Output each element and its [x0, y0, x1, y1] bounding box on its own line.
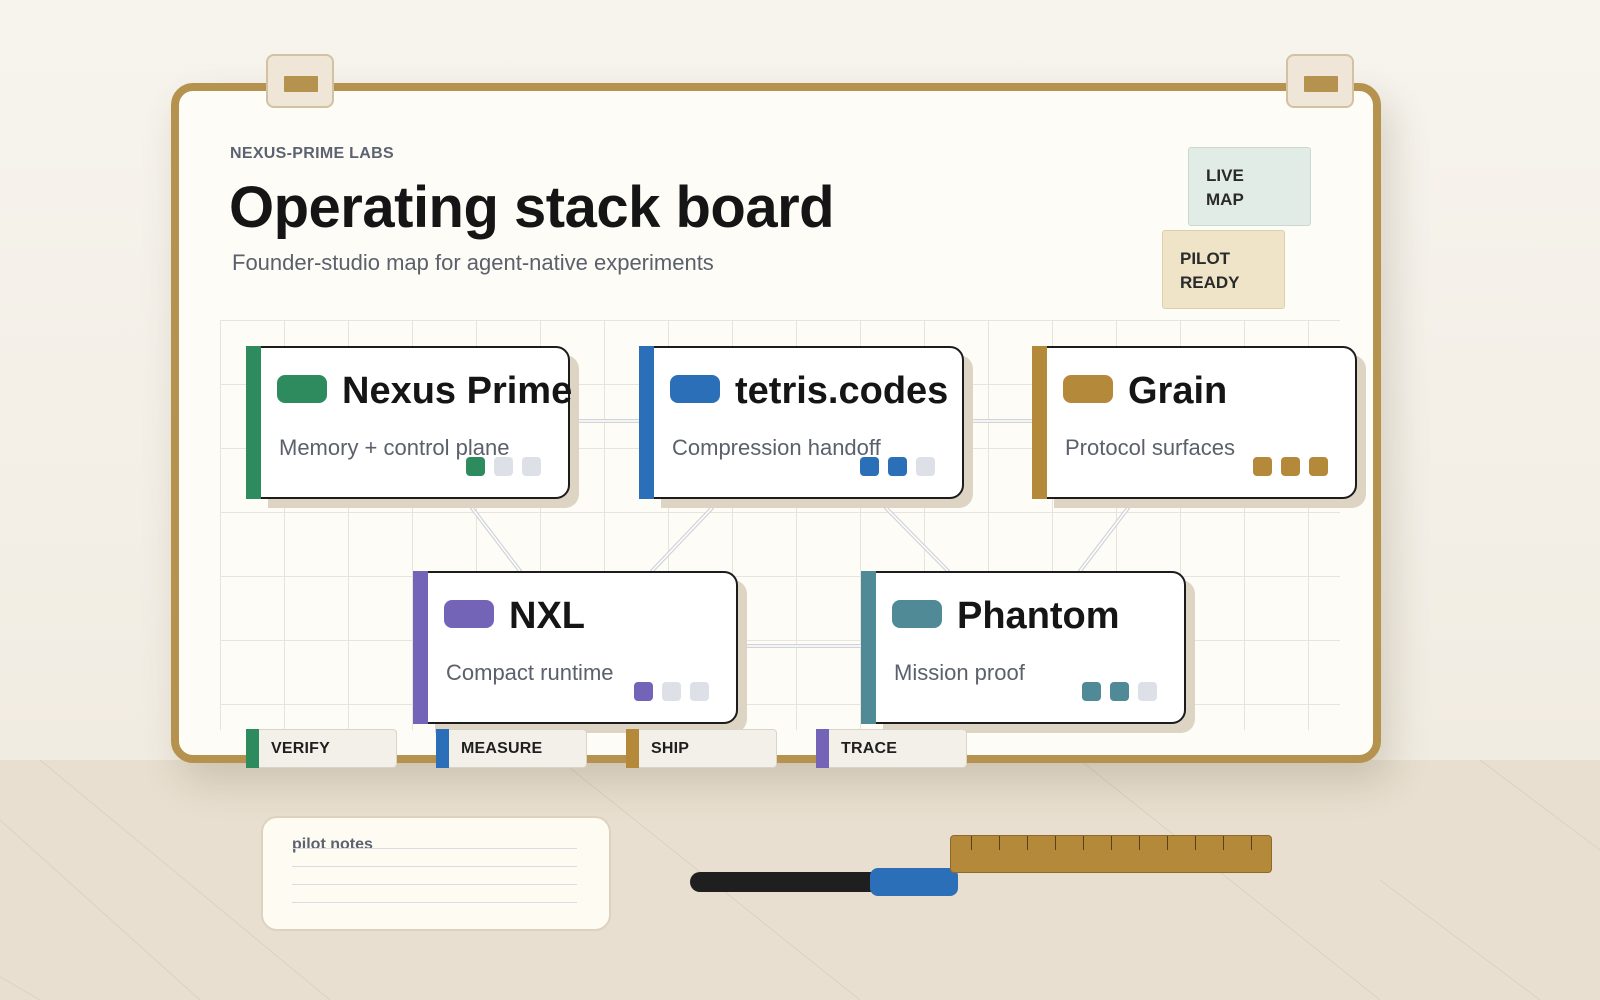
marker-cap — [870, 868, 958, 896]
ruler-tick — [1139, 836, 1140, 850]
node-color-stripe — [639, 346, 654, 499]
board-clip-right — [1286, 54, 1354, 108]
node-name: Grain — [1128, 370, 1228, 412]
node-color-stripe — [413, 571, 428, 724]
progress-dot — [634, 682, 653, 701]
node-color-stripe — [246, 346, 261, 499]
progress-dot — [860, 457, 879, 476]
tag-color-stripe — [626, 729, 639, 768]
sticky-note-pilot-ready[interactable]: PILOT READY — [1162, 230, 1285, 309]
node-name: tetris.codes — [735, 370, 949, 412]
node-color-chip — [444, 600, 494, 628]
node-progress-dots — [466, 457, 541, 476]
sticky-line: PILOT — [1180, 249, 1231, 268]
sticky-line: LIVE — [1206, 166, 1244, 185]
tag-color-stripe — [816, 729, 829, 768]
node-progress-dots — [1253, 457, 1328, 476]
progress-dot — [1138, 682, 1157, 701]
node-color-chip — [892, 600, 942, 628]
node-description: Protocol surfaces — [1065, 435, 1235, 460]
ruler-tick — [1083, 836, 1084, 850]
board-clip-left — [266, 54, 334, 108]
progress-dot — [690, 682, 709, 701]
sticky-line: READY — [1180, 273, 1240, 292]
node-card-tetris-codes[interactable]: tetris.codes Compression handoff — [639, 346, 964, 499]
ruler-tick — [999, 836, 1000, 850]
board-kicker: NEXUS-PRIME LABS — [230, 145, 394, 162]
tag-label: MEASURE — [461, 740, 543, 757]
progress-dot — [1281, 457, 1300, 476]
notes-rule — [292, 884, 577, 885]
node-name: NXL — [509, 595, 585, 637]
progress-dot — [916, 457, 935, 476]
ruler-tick — [1223, 836, 1224, 850]
node-color-chip — [277, 375, 327, 403]
node-description: Compact runtime — [446, 660, 614, 685]
notes-rule — [292, 902, 577, 903]
ruler-tick — [1251, 836, 1252, 850]
node-color-stripe — [1032, 346, 1047, 499]
tag-ship[interactable]: SHIP — [626, 729, 777, 768]
marker-body — [690, 872, 890, 892]
tag-trace[interactable]: TRACE — [816, 729, 967, 768]
progress-dot — [1253, 457, 1272, 476]
node-card-phantom[interactable]: Phantom Mission proof — [861, 571, 1186, 724]
sticky-line: MAP — [1206, 190, 1244, 209]
progress-dot — [1110, 682, 1129, 701]
node-color-chip — [670, 375, 720, 403]
progress-dot — [1309, 457, 1328, 476]
notes-label: pilot notes — [292, 836, 373, 853]
progress-dot — [522, 457, 541, 476]
node-name: Nexus Prime — [342, 370, 573, 412]
progress-dot — [494, 457, 513, 476]
node-card-nxl[interactable]: NXL Compact runtime — [413, 571, 738, 724]
tag-label: SHIP — [651, 740, 690, 757]
progress-dot — [662, 682, 681, 701]
tag-verify[interactable]: VERIFY — [246, 729, 397, 768]
tag-measure[interactable]: MEASURE — [436, 729, 587, 768]
tag-label: TRACE — [841, 740, 898, 757]
tag-color-stripe — [436, 729, 449, 768]
tag-label: VERIFY — [271, 740, 330, 757]
progress-dot — [888, 457, 907, 476]
ruler-tick — [1027, 836, 1028, 850]
tag-color-stripe — [246, 729, 259, 768]
progress-dot — [1082, 682, 1101, 701]
pilot-notes-card[interactable]: pilot notes — [261, 816, 611, 931]
ruler-tick — [1195, 836, 1196, 850]
ruler-tick — [1055, 836, 1056, 850]
ruler-tick — [1111, 836, 1112, 850]
page-subtitle: Founder-studio map for agent-native expe… — [232, 250, 714, 275]
node-description: Memory + control plane — [279, 435, 510, 460]
node-card-grain[interactable]: Grain Protocol surfaces — [1032, 346, 1357, 499]
notes-rule — [292, 866, 577, 867]
progress-dot — [466, 457, 485, 476]
marker-pen[interactable] — [690, 868, 958, 896]
node-description: Mission proof — [894, 660, 1025, 685]
node-color-chip — [1063, 375, 1113, 403]
node-progress-dots — [634, 682, 709, 701]
node-name: Phantom — [957, 595, 1120, 637]
ruler[interactable] — [950, 835, 1272, 873]
notes-rule — [292, 848, 577, 849]
ruler-tick — [971, 836, 972, 850]
node-progress-dots — [1082, 682, 1157, 701]
page-title: Operating stack board — [229, 175, 835, 240]
node-color-stripe — [861, 571, 876, 724]
node-description: Compression handoff — [672, 435, 881, 460]
node-card-nexus-prime[interactable]: Nexus Prime Memory + control plane — [246, 346, 573, 499]
ruler-tick — [1167, 836, 1168, 850]
sticky-note-live-map[interactable]: LIVE MAP — [1188, 147, 1311, 226]
node-progress-dots — [860, 457, 935, 476]
